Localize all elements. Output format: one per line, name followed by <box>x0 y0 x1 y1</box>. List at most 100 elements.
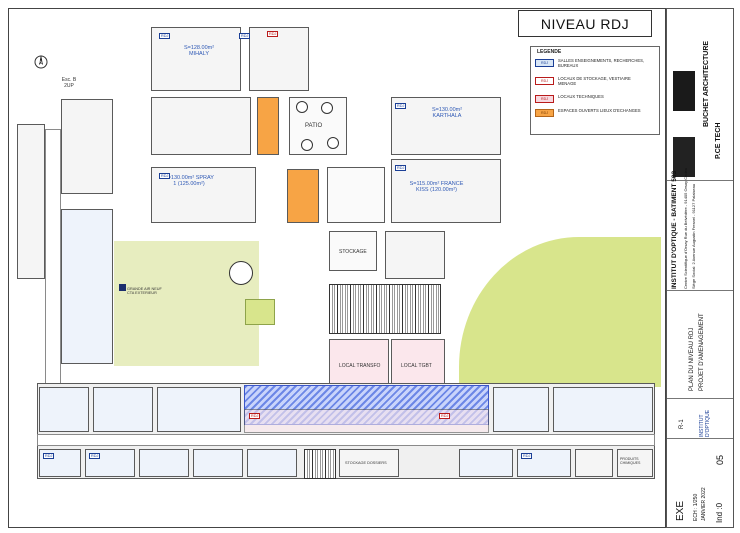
legend-text: LOCAUX TECHNIQUES <box>558 94 604 99</box>
room-karthala <box>391 97 501 155</box>
room-left-column-3 <box>61 209 113 364</box>
legend-item: RDJ LOCAUX TECHNIQUES <box>535 94 650 103</box>
north-arrow-icon: N <box>34 55 48 69</box>
bottom-room-2 <box>85 449 135 477</box>
room-north-middle <box>151 97 251 155</box>
bottom-upper-room-5 <box>553 387 653 432</box>
room-tag: RDJ <box>395 103 407 109</box>
shaft-marker <box>119 284 126 291</box>
bottom-stair <box>304 449 336 479</box>
room-france-kiss-label: S=115.00m² FRANCE KISS (120.00m²) <box>409 181 464 194</box>
local-tgbt-label: LOCAL TGBT <box>401 363 432 369</box>
project-name: INSTITUT D'OPTIQUE - BATIMENT 503 <box>671 170 678 289</box>
scale-label: ECH : 1/250 <box>693 493 699 521</box>
patio-tree-4 <box>327 137 339 149</box>
room-right-utility <box>385 231 445 279</box>
room-left-column-2 <box>61 99 113 194</box>
garden-tree-1 <box>229 261 253 285</box>
legend-swatch: RDJ <box>535 95 554 103</box>
pce-logo <box>673 71 695 111</box>
room-spray-label: S=130.00m² SPRAY 1 (125.00m²) <box>164 175 214 188</box>
title-block-project: INSTITUT D'OPTIQUE - BATIMENT 503 Centre… <box>667 168 733 291</box>
projet-name: PROJET D'AMENAGEMENT <box>699 313 705 391</box>
room-france-kiss <box>391 159 501 223</box>
room-tag: RDJ <box>249 413 261 419</box>
room-stockage-label: STOCKAGE <box>339 249 367 255</box>
bottom-room-8 <box>575 449 613 477</box>
room-mihaly-label: S=128.00m² MIHALY <box>183 45 215 58</box>
legend: LEGENDE RDJ SALLES ENSEIGNEMENTS, RECHER… <box>530 46 660 135</box>
room-tag: RDJ <box>521 453 533 459</box>
room-top-right-block <box>249 27 309 91</box>
page-title: NIVEAU RDJ <box>518 10 652 37</box>
legend-item: RDJ SALLES ENSEIGNEMENTS, RECHERCHES, BU… <box>535 58 650 69</box>
bottom-room-5 <box>247 449 297 477</box>
esc-b-label: Esc. B 2UP <box>61 77 77 89</box>
title-block: BUCHET ARCHITECTURE P.CE TECH INSTITUT D… <box>666 8 734 528</box>
bottom-room-produits <box>617 449 653 477</box>
patio-label: PATIO <box>305 123 323 129</box>
sheet-number: R-1 <box>679 419 685 429</box>
room-tag: RDJ <box>159 173 171 179</box>
logo-block <box>673 137 695 177</box>
bottom-room-3 <box>139 449 189 477</box>
bottom-room-1 <box>39 449 81 477</box>
sheet-count: 05 <box>715 454 725 465</box>
legend-swatch: RDJ <box>535 77 554 85</box>
room-local-transfo <box>329 339 389 384</box>
title-block-meta: EXE ECH : 1/250 JANVIER 2022 Ind :0 05 <box>667 439 733 527</box>
legend-item: RDJ ESPACES OUVERTS LIEUX D'ECHANGES <box>535 108 650 117</box>
legend-text: ESPACES OUVERTS LIEUX D'ECHANGES <box>558 108 641 113</box>
room-tag: RDJ <box>89 453 101 459</box>
bottom-room-stockage <box>339 449 399 477</box>
sanitary-block <box>327 167 385 223</box>
room-left-column-1 <box>17 124 45 279</box>
room-tag: RDJ <box>239 33 251 39</box>
room-tag: RDJ <box>439 413 451 419</box>
bottom-upper-room-3 <box>157 387 241 432</box>
patio-tree-1 <box>296 101 308 113</box>
legend-text: LOCAUX DE STOCKAGE, VESTIAIRE MENAGE <box>558 76 631 86</box>
stockage-dossiers-label: STOCKAGE DOSSIERS <box>345 461 387 465</box>
project-address: Centre Scientifique d'Orsay Rue du Belvé… <box>683 168 688 289</box>
index-label: Ind :0 <box>715 502 724 523</box>
landscape-area-right <box>459 237 661 387</box>
bottom-room-6 <box>459 449 513 477</box>
legend-swatch: RDJ <box>535 59 554 67</box>
open-space-center <box>287 169 319 223</box>
bottom-upper-room-4 <box>493 387 549 432</box>
room-tag: RDJ <box>395 165 407 171</box>
room-local-tgbt <box>391 339 445 384</box>
legend-title: LEGENDE <box>537 49 562 55</box>
architect-name: BUCHET ARCHITECTURE <box>703 40 710 127</box>
legend-swatch: RDJ <box>535 109 554 117</box>
date-label: JANVIER 2022 <box>701 487 707 521</box>
room-tag: RDJ <box>43 453 55 459</box>
title-block-institute: R-1 INSTITUT D'OPTIQUE <box>667 399 733 439</box>
legend-text: SALLES ENSEIGNEMENTS, RECHERCHES, BUREAU… <box>558 58 645 68</box>
institute-name: INSTITUT D'OPTIQUE <box>699 409 711 437</box>
bottom-room-4 <box>193 449 243 477</box>
auditorium-seating <box>329 284 441 334</box>
room-tag: RDJ <box>267 31 279 37</box>
room-tag: RDJ <box>159 33 171 39</box>
phase-label: EXE <box>675 500 686 521</box>
bottom-upper-room-2 <box>93 387 153 432</box>
bottom-pink-block <box>244 409 489 433</box>
corridor-bottom <box>37 434 655 446</box>
produits-chimiques-label: PRODUITS CHIMIQUES <box>620 457 641 465</box>
local-transfo-label: LOCAL TRANSFO <box>339 363 381 369</box>
legend-item: RDJ LOCAUX DE STOCKAGE, VESTIAIRE MENAGE <box>535 76 650 87</box>
open-space-north <box>257 97 279 155</box>
title-block-architects: BUCHET ARCHITECTURE P.CE TECH <box>667 9 733 181</box>
bottom-upper-room-1 <box>39 387 89 432</box>
svg-text:N: N <box>40 59 43 64</box>
title-block-plan: PLAN DU NIVEAU RDJ PROJET D'AMENAGEMENT <box>667 291 733 399</box>
plan-name: PLAN DU NIVEAU RDJ <box>689 327 695 391</box>
patio-tree-2 <box>321 102 333 114</box>
pce-name: P.CE TECH <box>715 122 722 159</box>
room-stockage <box>329 231 377 271</box>
room-karthala-label: S=130.00m² KARTHALA <box>431 107 463 120</box>
landscape-area-left <box>114 241 259 366</box>
